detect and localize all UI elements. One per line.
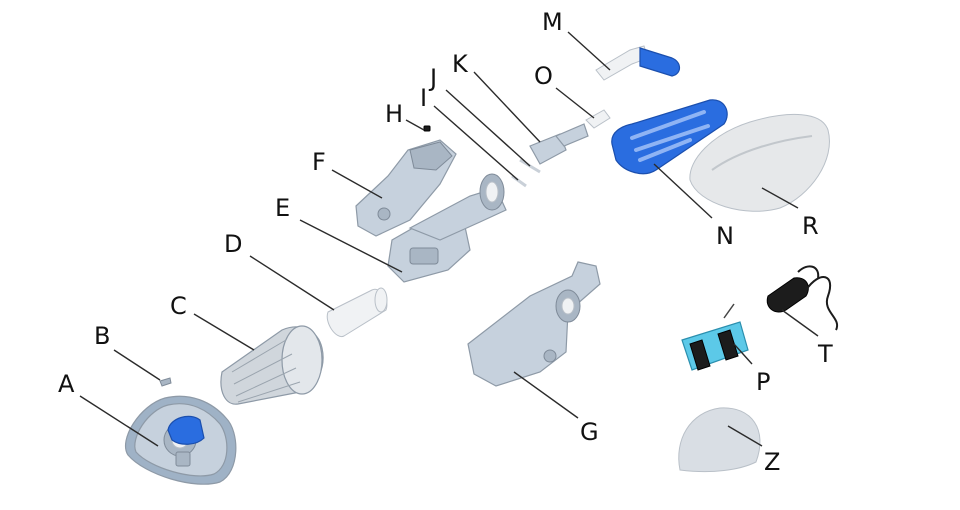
label-i: I: [420, 84, 427, 112]
label-e: E: [275, 194, 290, 222]
label-k: K: [452, 50, 469, 78]
part-f-handle-housing: [355, 139, 457, 237]
part-z-cloth-bag: [678, 407, 761, 473]
leader-line-j: [445, 89, 531, 167]
part-i-rod: [511, 174, 527, 188]
leader-line-p: [733, 343, 753, 365]
leader-lines: [79, 31, 819, 447]
label-z: Z: [764, 448, 780, 476]
part-m-extension-pole: [595, 45, 681, 81]
leader-line-n: [653, 163, 713, 219]
leader-line-g: [513, 371, 579, 419]
leader-line-f: [331, 169, 383, 199]
part-r-filter-bag: [689, 113, 830, 212]
label-a: A: [58, 370, 75, 398]
leader-line-b: [113, 349, 161, 381]
leader-line-m: [567, 31, 611, 71]
leader-line-e: [299, 219, 403, 273]
part-b-screw: [159, 377, 172, 387]
label-p: P: [756, 368, 770, 396]
part-k-adapter: [529, 123, 589, 165]
leader-line-t: [781, 309, 819, 337]
label-f: F: [312, 148, 326, 176]
label-j: J: [428, 64, 437, 92]
leader-line-k: [473, 71, 541, 143]
part-c-filter-cone: [220, 325, 324, 405]
part-t-charger: [766, 265, 839, 331]
leader-line-z: [727, 425, 763, 447]
part-e-main-body: [387, 173, 507, 283]
label-m: M: [542, 8, 563, 36]
label-g: G: [580, 418, 599, 446]
part-labels: A B C D E F G H I J K M N O P R T Z: [58, 8, 833, 476]
label-o: O: [534, 62, 553, 90]
label-n: N: [716, 222, 734, 250]
label-b: B: [94, 322, 110, 350]
label-r: R: [802, 212, 819, 240]
part-o-connector: [585, 109, 611, 129]
leader-line-r: [761, 187, 799, 209]
part-d-cylinder: [326, 287, 388, 338]
part-g-lower-housing: [467, 261, 601, 387]
leader-line-a: [79, 395, 159, 447]
leader-line-o: [555, 87, 595, 119]
label-h: H: [385, 100, 403, 128]
leader-line-c: [193, 313, 255, 351]
part-h-screw: [423, 125, 431, 132]
part-p-battery-pack: [681, 303, 749, 371]
part-n-filter-cage: [611, 99, 728, 175]
part-a-vacuum-head: [125, 395, 237, 485]
label-c: C: [170, 292, 187, 320]
leader-line-i: [433, 105, 519, 181]
leader-line-d: [249, 255, 335, 311]
label-t: T: [817, 340, 833, 368]
leader-line-h: [405, 119, 425, 131]
label-d: D: [224, 230, 242, 258]
